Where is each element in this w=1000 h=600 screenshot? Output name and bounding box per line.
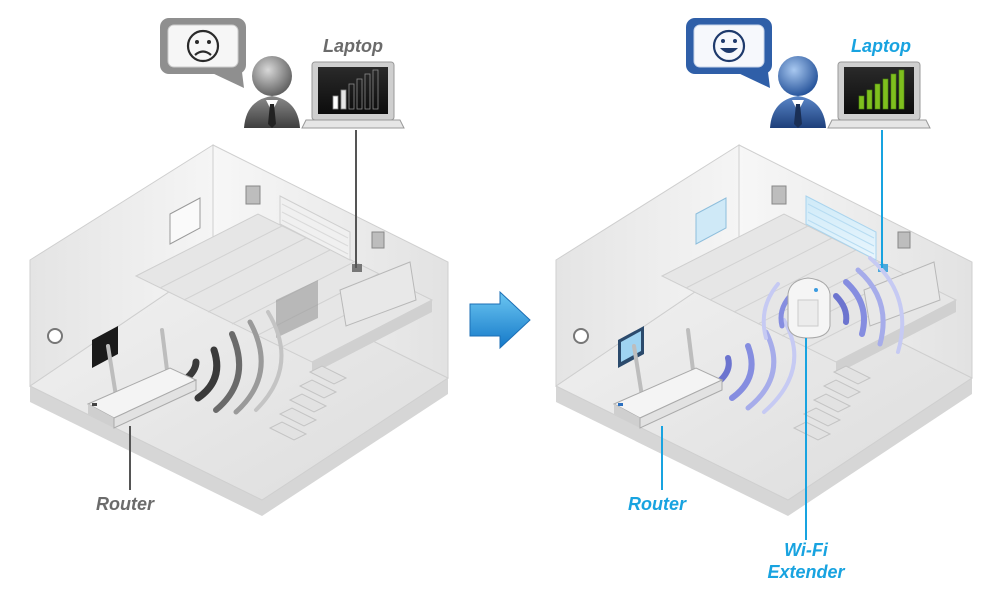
router-before [86,328,198,429]
wifi-extender-device [787,277,831,339]
speech-bubble-sad [160,18,246,88]
person-before [244,56,300,128]
weak-signal-bars-icon [332,69,379,110]
extender-label-line2: Extender [767,562,845,582]
wifi-waves-weak [178,310,284,415]
sad-face-icon [186,29,220,63]
house-before [29,144,450,516]
laptop-before [301,61,405,129]
wifi-waves-extender [761,256,905,354]
extender-label-line1: Wi-Fi [784,540,829,560]
router-label-after: Router [628,494,687,514]
router-after [612,328,724,429]
router-label-before: Router [96,494,155,514]
after-scene [555,18,973,540]
happy-face-icon [712,29,746,63]
laptop-after [827,61,931,129]
before-scene [29,18,450,516]
laptop-label-after: Laptop [851,36,911,56]
right-arrow-icon [469,290,531,350]
strong-signal-bars-icon [858,69,905,110]
person-after [770,56,826,128]
speech-bubble-happy [686,18,772,88]
laptop-label-before: Laptop [323,36,383,56]
